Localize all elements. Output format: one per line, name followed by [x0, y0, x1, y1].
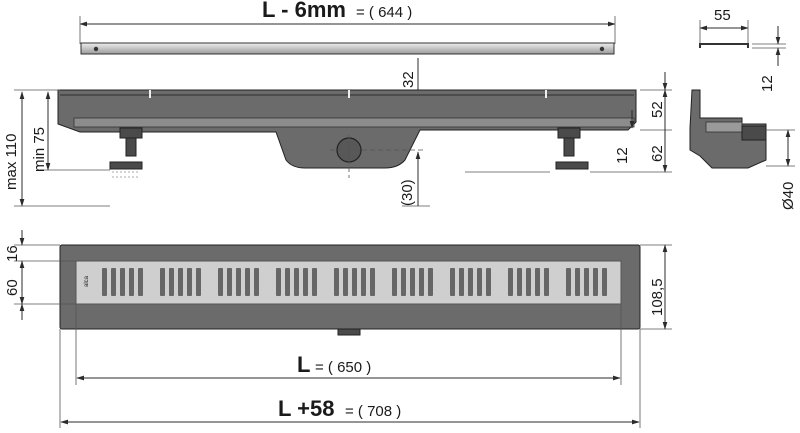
length-644-value: = ( 644 ) [356, 4, 412, 21]
height-12-lower-label: 12 [614, 147, 631, 164]
grate-slot [111, 268, 116, 296]
grate-slot [303, 268, 308, 296]
grate-slot [450, 268, 455, 296]
grate-slots [102, 268, 607, 296]
length-l58-label: L +58 [278, 396, 334, 421]
grate-slot [334, 268, 339, 296]
grate-slot [517, 268, 522, 296]
length-l-6mm-label: L - 6mm [262, 0, 346, 22]
grate-slot [102, 268, 107, 296]
right-foot-bracket [557, 127, 581, 139]
channel-rim [73, 117, 635, 128]
max-110-label: max 110 [3, 134, 20, 190]
cross-section: 55 12 Ø40 [689, 7, 797, 210]
grate-slot [236, 268, 241, 296]
grate-slot [294, 268, 299, 296]
brand-mark: alca [84, 275, 90, 287]
grate-slot [129, 268, 134, 296]
left-foot-plate [109, 161, 143, 170]
grate-bar [80, 42, 615, 55]
right-foot-screw [563, 137, 575, 157]
grate-slot [218, 268, 223, 296]
grate-slot [196, 268, 201, 296]
height-32-label: 32 [400, 71, 417, 88]
outlet-pipe [741, 125, 767, 141]
right-foot-plate [555, 161, 589, 170]
grate-slot [544, 268, 549, 296]
length-l-value: = ( 650 ) [315, 359, 371, 376]
grate-slot [285, 268, 290, 296]
grate-slot [566, 268, 571, 296]
grate-slot [276, 268, 281, 296]
plan-view: alca 16 60 108,5 L = ( 650 ) L +58 = ( 7… [4, 230, 672, 428]
grate-slot [593, 268, 598, 296]
grate-slot [120, 268, 125, 296]
outlet-tab [337, 328, 361, 336]
grate-hole [93, 46, 99, 52]
left-foot-bracket [119, 127, 143, 139]
grate-slot [370, 268, 375, 296]
side-view: 32 max 110 min 75 (30) [3, 58, 672, 207]
height-62-label: 62 [649, 145, 666, 162]
left-foot-screw [125, 137, 137, 157]
dim-108-5-label: 108,5 [649, 278, 666, 316]
grate-slot [486, 268, 491, 296]
grate-slot [227, 268, 232, 296]
height-52-label: 52 [649, 101, 666, 118]
min-75-label: min 75 [31, 127, 48, 172]
grate-slot [468, 268, 473, 296]
grate-slot [352, 268, 357, 296]
top-grate-profile: L - 6mm = ( 644 ) [79, 0, 616, 55]
cross-rim [705, 121, 743, 133]
grate-slot [187, 268, 192, 296]
grate-slot [160, 268, 165, 296]
grate-slot [535, 268, 540, 296]
grate-slot [526, 268, 531, 296]
grate-slot [178, 268, 183, 296]
grate-slot [584, 268, 589, 296]
grate-slot [419, 268, 424, 296]
length-l58-value: = ( 708 ) [345, 403, 401, 420]
grate-slot [169, 268, 174, 296]
length-l-label: L [297, 352, 310, 377]
grate-slot [477, 268, 482, 296]
grate-hole [599, 46, 605, 52]
grate-slot [508, 268, 513, 296]
grate-slot [392, 268, 397, 296]
grate-slot [410, 268, 415, 296]
grate-slot [401, 268, 406, 296]
grate-slot [254, 268, 259, 296]
diameter-40-label: Ø40 [780, 182, 797, 210]
grate-cross-section [699, 43, 749, 48]
width-55-label: 55 [714, 7, 731, 24]
outlet-30-label: (30) [399, 179, 416, 206]
grate-slot [575, 268, 580, 296]
grate-slot [459, 268, 464, 296]
grate-slot [602, 268, 607, 296]
channel-body [57, 89, 637, 169]
grate-slot [138, 268, 143, 296]
dim-60-label: 60 [4, 279, 21, 296]
height-12-label: 12 [759, 75, 776, 92]
grate-slot [312, 268, 317, 296]
grate-slot [245, 268, 250, 296]
grate-slot [428, 268, 433, 296]
dim-16-label: 16 [4, 245, 21, 262]
grate-slot [361, 268, 366, 296]
grate-slot [343, 268, 348, 296]
